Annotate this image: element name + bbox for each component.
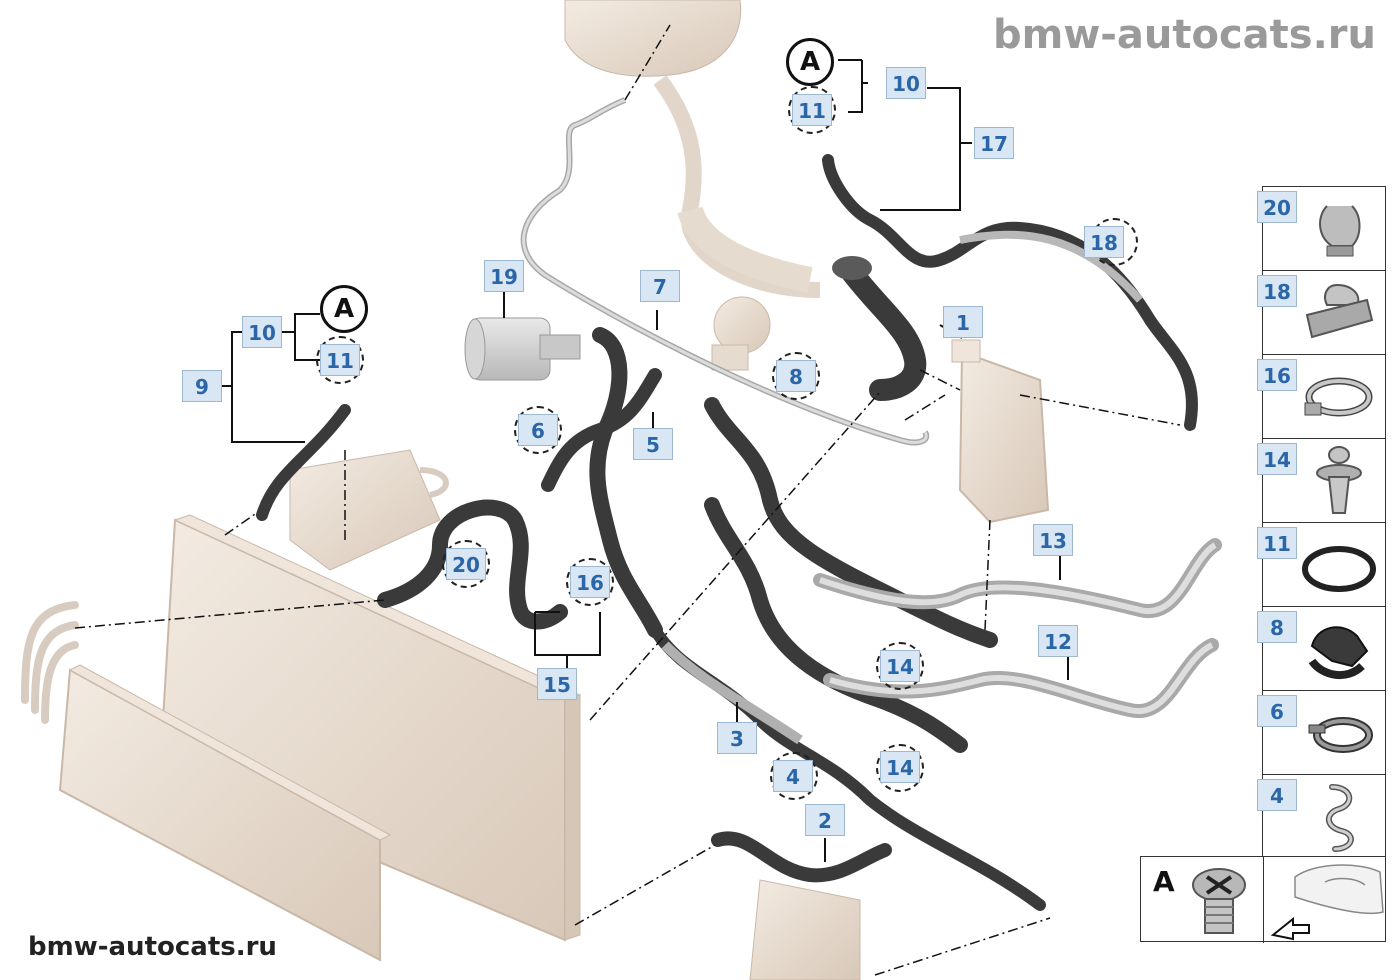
leader-lines: [74, 24, 1181, 976]
callout-4[interactable]: 4: [773, 760, 813, 792]
legend-item-11[interactable]: 11: [1257, 522, 1386, 606]
marker-a-left: A: [320, 285, 368, 333]
callout-17[interactable]: 17: [974, 127, 1014, 159]
callout-3[interactable]: 3: [717, 722, 757, 754]
legend-label: 6: [1257, 695, 1297, 727]
callout-6[interactable]: 6: [518, 414, 558, 446]
bracket-clip-icon: [1305, 283, 1374, 339]
expansion-tank: [951, 339, 1050, 524]
detail-box-divider: [1263, 857, 1264, 943]
hose-holder-icon: [1308, 626, 1369, 680]
legend-label: 14: [1257, 443, 1297, 475]
callout-18[interactable]: 18: [1084, 226, 1124, 258]
hose-6: [541, 368, 662, 492]
hose-2: [711, 831, 892, 883]
callout-11-top[interactable]: 11: [792, 94, 832, 126]
callout-14-a[interactable]: 14: [880, 650, 920, 682]
callout-1[interactable]: 1: [943, 306, 983, 338]
callout-10-top[interactable]: 10: [886, 67, 926, 99]
thermostat: [711, 296, 771, 371]
callout-16[interactable]: 16: [570, 566, 610, 598]
legend-item-18[interactable]: 18: [1257, 270, 1386, 354]
oil-cooler: [289, 449, 449, 571]
engine-housing: [564, 0, 821, 298]
callout-7[interactable]: 7: [640, 270, 680, 302]
clip-holder-icon: [1319, 205, 1361, 257]
callout-12[interactable]: 12: [1038, 625, 1078, 657]
callout-8[interactable]: 8: [776, 360, 816, 392]
watermark-bottom: bmw-autocats.ru: [28, 932, 277, 962]
auxiliary-radiator: [58, 664, 392, 962]
bleed-screw-icon: [1192, 868, 1246, 934]
callout-14-b[interactable]: 14: [880, 751, 920, 783]
legend-label: 16: [1257, 359, 1297, 391]
hose-5: [589, 327, 663, 638]
watermark-top: bmw-autocats.ru: [993, 12, 1376, 58]
car-front-icon: [1270, 864, 1384, 941]
hose-20: [377, 499, 568, 630]
callout-10-left[interactable]: 10: [242, 316, 282, 348]
callout-20[interactable]: 20: [446, 548, 486, 580]
retaining-clip-icon: [1325, 784, 1354, 852]
legend-item-4[interactable]: 4: [1257, 774, 1386, 858]
electric-water-pump: [464, 317, 581, 381]
detail-box-a[interactable]: A: [1140, 856, 1386, 943]
legend-item-20[interactable]: 20: [1257, 186, 1386, 270]
hose-clamp-icon: [1304, 377, 1373, 417]
callout-19[interactable]: 19: [484, 260, 524, 292]
hose-14-lower: [704, 497, 968, 753]
legend-label: 8: [1257, 611, 1297, 643]
callout-2[interactable]: 2: [805, 804, 845, 836]
hose-14-upper: [704, 397, 998, 648]
detail-box-a-label: A: [1153, 865, 1175, 898]
hose-9: [256, 404, 351, 521]
pipe-13: [813, 538, 1222, 619]
radiator: [158, 514, 582, 942]
marker-a-top: A: [786, 38, 834, 86]
callout-13[interactable]: 13: [1033, 524, 1073, 556]
bracket-lines: [222, 59, 1069, 862]
legend-label: 20: [1257, 191, 1297, 223]
legend-label: 4: [1257, 779, 1297, 811]
callout-5[interactable]: 5: [633, 428, 673, 460]
legend-item-8[interactable]: 8: [1257, 606, 1386, 690]
legend-label: 18: [1257, 275, 1297, 307]
hose-1: [839, 259, 927, 401]
legend-item-16[interactable]: 16: [1257, 354, 1386, 438]
legend-item-14[interactable]: 14: [1257, 438, 1386, 522]
o-ring-icon: [1302, 546, 1376, 592]
spring-clamp-icon: [1308, 717, 1373, 753]
callout-15[interactable]: 15: [537, 668, 577, 700]
hose-17: [822, 154, 1198, 431]
legend-item-6[interactable]: 6: [1257, 690, 1386, 774]
callout-9[interactable]: 9: [182, 370, 222, 402]
left-pipe-bundle: [21, 601, 79, 724]
legend-label: 11: [1257, 527, 1297, 559]
small-radiator: [749, 879, 861, 980]
callout-11-left[interactable]: 11: [320, 344, 360, 376]
expanding-rivet-icon: [1316, 446, 1362, 514]
parts-legend: 20 18 16 14 11 8: [1257, 186, 1386, 858]
